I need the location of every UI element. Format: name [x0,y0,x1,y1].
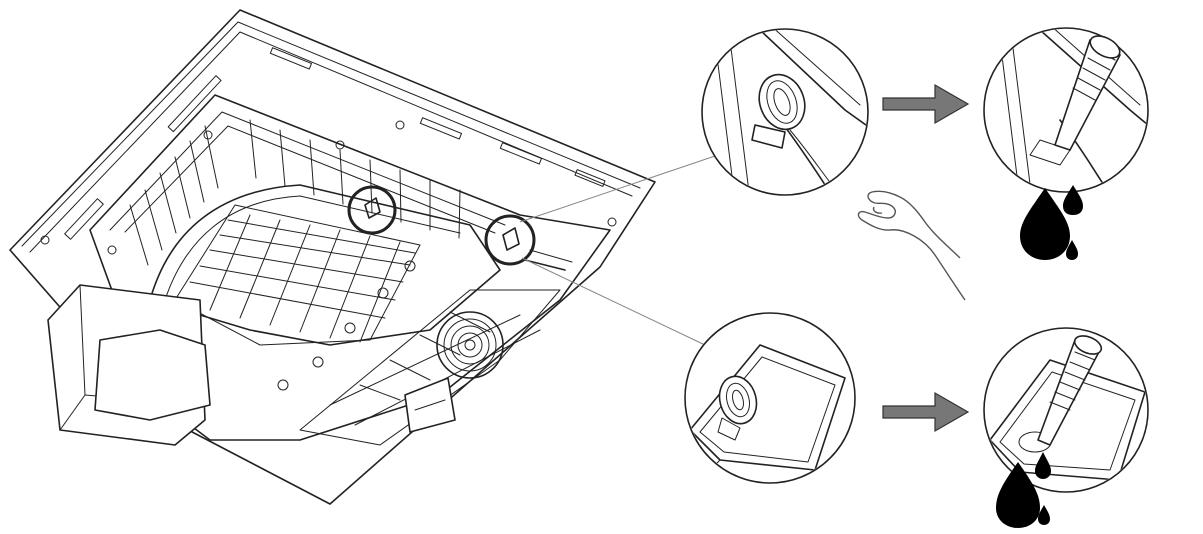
side-box [47,284,211,446]
callout-upper-plug-inserted [701,28,869,196]
drain-plug-highlight-upper [347,185,397,235]
drain-plug-icon [1037,335,1103,446]
drain-plug-icon [1054,35,1121,151]
step-arrow-icon-upper [882,83,970,125]
drain-plug-icon [751,73,806,149]
unit-grille [174,204,421,346]
fan-grille-icon [436,311,504,379]
step-arrow-icon-lower [882,391,970,433]
drain-plug-icon [717,375,758,441]
callout-upper-plug-removed [983,27,1149,193]
water-drop-icons-upper [1020,185,1083,260]
callout-leader-lines [519,155,716,346]
drain-plug-highlight-lower [484,214,536,266]
ceiling-cassette-unit [9,9,656,505]
callout-lower-plug-removed [983,327,1149,493]
callout-lower-plug-inserted [684,312,856,484]
hand-icon [857,190,966,301]
water-drop-icons-lower [996,452,1051,528]
control-box [404,377,456,433]
